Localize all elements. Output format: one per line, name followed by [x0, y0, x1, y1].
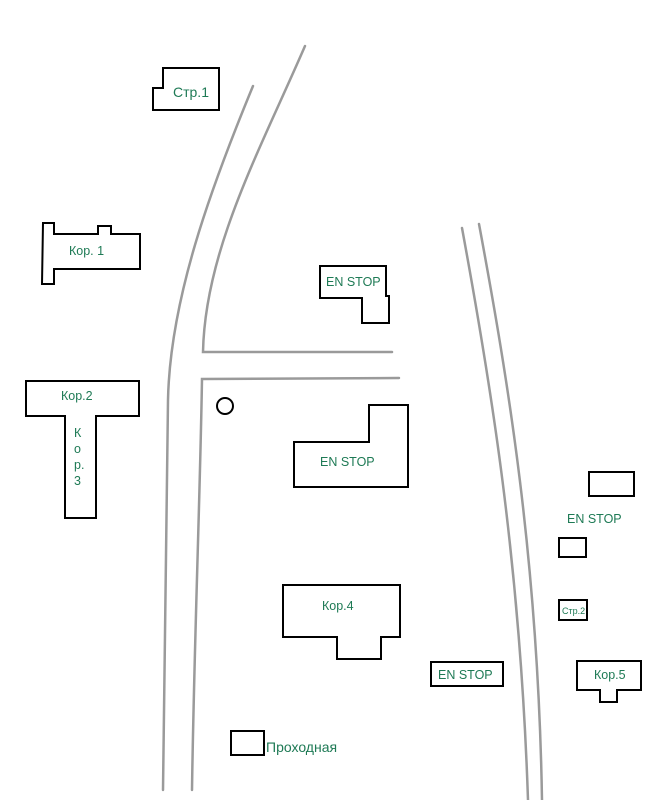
- building-str2[interactable]: Стр.2: [558, 599, 588, 621]
- building-kor3-label-1: К: [74, 426, 82, 440]
- road-left-outer: [161, 84, 255, 792]
- round-marker[interactable]: [216, 397, 234, 415]
- building-checkpoint[interactable]: [230, 730, 265, 756]
- road-right-outer: [460, 226, 530, 800]
- checkpoint-label: Проходная: [266, 739, 337, 755]
- building-kor4[interactable]: Кор.4: [282, 584, 401, 660]
- building-str2-label: Стр.2: [562, 606, 585, 616]
- roads: [161, 44, 544, 800]
- building-kor3-label-4: 3: [74, 474, 81, 488]
- building-enstop-top-label: EN STOP: [326, 275, 381, 289]
- building-enstop-right-lower-box[interactable]: [558, 537, 587, 558]
- building-enstop-center-label: EN STOP: [320, 455, 375, 469]
- building-kor1-label: Кор. 1: [69, 244, 104, 258]
- road-right-inner: [477, 222, 544, 800]
- building-enstop-center[interactable]: EN STOP: [293, 404, 409, 488]
- building-kor5[interactable]: Кор.5: [576, 660, 642, 703]
- building-kor2-label: Кор.2: [61, 389, 93, 403]
- building-enstop-bottom[interactable]: EN STOP: [430, 661, 504, 687]
- building-kor3-label-3: р.: [74, 458, 84, 472]
- road-cross: [190, 376, 401, 792]
- building-kor2-kor3[interactable]: Кор.2 К о р. 3: [25, 380, 140, 519]
- building-kor3-label-2: о: [74, 442, 81, 456]
- building-kor5-label: Кор.5: [594, 668, 626, 682]
- enstop-right-label: EN STOP: [567, 512, 622, 526]
- building-enstop-bottom-label: EN STOP: [438, 668, 493, 682]
- building-enstop-top[interactable]: EN STOP: [319, 265, 390, 324]
- building-kor1[interactable]: Кор. 1: [40, 222, 141, 285]
- building-kor4-label: Кор.4: [322, 599, 354, 613]
- building-str1-label: Стр.1: [173, 84, 209, 100]
- building-enstop-right-upper-box[interactable]: [588, 471, 635, 497]
- road-left-inner: [201, 44, 394, 354]
- building-str1[interactable]: Стр.1: [152, 67, 220, 111]
